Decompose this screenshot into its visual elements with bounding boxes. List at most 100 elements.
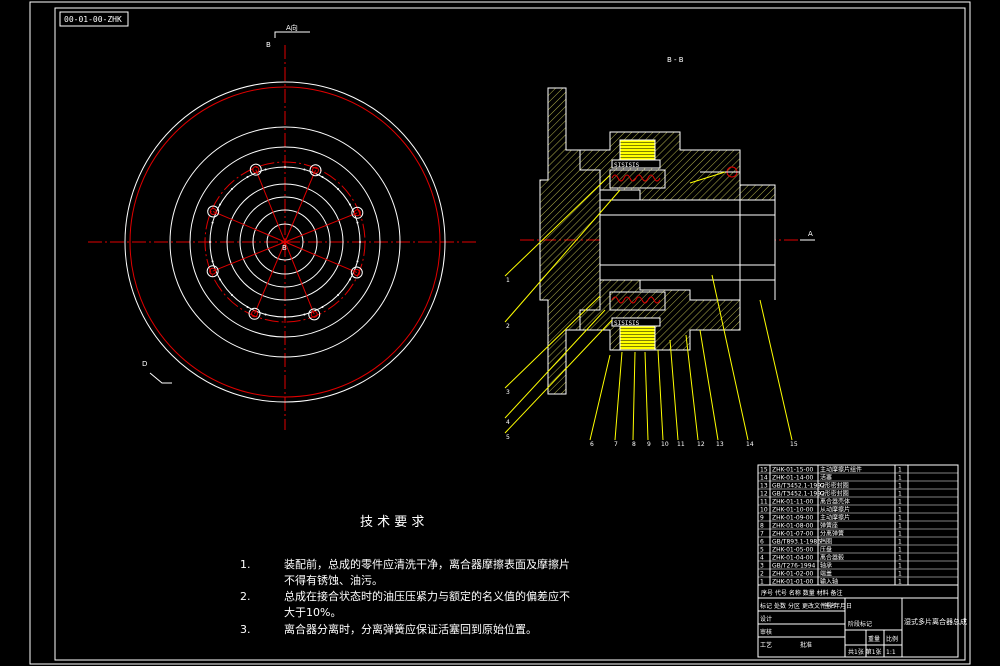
pitch-dot (356, 221, 359, 224)
bom-cell: ZHK-01-08-00 (772, 523, 814, 530)
bom-cell: 10 (760, 507, 768, 514)
pitch-dot (209, 241, 211, 243)
svg-text:SISISIS: SISISIS (614, 162, 640, 169)
view-direction-a: A向 B (266, 23, 310, 49)
mark-1: 标记 (760, 602, 772, 610)
bom-header: 序号 代号 名称 数量 材料 备注 (761, 589, 843, 597)
drawing-number-box (59, 11, 129, 27)
mark-4: 更改文件号 (802, 602, 832, 610)
pitch-dot (359, 241, 361, 243)
mark-6: 年月日 (834, 602, 852, 610)
bom-cell: 1 (898, 555, 902, 562)
part-label: 5 (506, 434, 510, 441)
part-label: 3 (506, 389, 510, 396)
mark-5: 签名 (824, 602, 836, 610)
bom-cell: 压盘 (820, 546, 832, 554)
tech-item-1-line-2: 不得有锈蚀、油污。 (284, 573, 383, 587)
bom-cell: 弹簧座 (820, 522, 838, 530)
bom-cell: 9 (760, 515, 764, 522)
inner-border (54, 7, 966, 661)
bom-cell: 1 (898, 523, 902, 530)
bolt-hole-inner (252, 166, 260, 174)
part-label: 12 (697, 441, 705, 448)
section-a-label: A向 (286, 23, 298, 32)
section-arrow-label: A (808, 230, 813, 238)
radial-line (212, 241, 286, 272)
bom-cell: 1 (898, 507, 902, 514)
pitch-dot (303, 168, 306, 171)
view-d-label: D (142, 360, 147, 368)
sheet-info: 共1张 第1张 (848, 648, 882, 656)
bolt-hole (207, 205, 220, 218)
pitch-dot (284, 166, 286, 168)
leader-lines (504, 171, 793, 441)
bom-cell: 分离弹簧 (820, 530, 844, 538)
bom-cell: 3 (760, 563, 764, 570)
pitch-dot (284, 316, 286, 318)
front-view: B (88, 45, 478, 430)
pitch-dot (303, 313, 306, 316)
bom-cell: GB/T3452.1-1992 (772, 483, 825, 490)
role-review: 审核 (760, 628, 772, 636)
bom-cell: 1 (898, 515, 902, 522)
bom-cell: 挡圈 (820, 538, 832, 546)
pitch-dot (356, 260, 359, 263)
tech-item-3-num: 3. (240, 623, 251, 636)
bolt-holes (206, 163, 364, 321)
bom-cell: 端盖 (820, 570, 832, 578)
bom-cell: 6 (760, 539, 764, 546)
section-title: B - B (667, 56, 684, 64)
bom-cell: 离合器毂 (820, 554, 844, 562)
pitch-dot (230, 187, 233, 190)
tech-item-1-line-1: 装配前，总成的零件应清洗干净，离合器摩擦表面及摩擦片 (284, 557, 570, 571)
bom-cell: 1 (898, 571, 902, 578)
pitch-dot (337, 187, 340, 190)
bom-cell: 11 (760, 499, 768, 506)
bom-cell: 主动摩擦片组件 (820, 466, 862, 474)
pitch-dot (337, 294, 340, 297)
bom-cell: 1 (898, 531, 902, 538)
bolt-hole-inner (209, 208, 217, 216)
bom-cell: O形密封圈 (820, 490, 849, 498)
bom-cell: ZHK-01-09-00 (772, 515, 814, 522)
part-label: 1 (506, 277, 510, 284)
bom-cell: 离合器壳体 (820, 498, 850, 506)
drawing-number: 00-01-00-ZHK (64, 15, 122, 24)
pitch-dot (219, 278, 222, 281)
bolt-hole (350, 266, 363, 279)
tech-item-2-line-1: 总成在接合状态时的油压压紧力与额定的名义值的偏差应不 (284, 589, 570, 603)
title-block: 序号 代号 名称 数量 材料 备注 标记 处数 分区 更改文件号 签名 年月日 … (757, 584, 967, 658)
bolt-hole-inner (310, 310, 318, 318)
pitch-dot (211, 260, 214, 263)
part-label: 15 (790, 441, 798, 448)
bolt-hole-inner (353, 268, 361, 276)
pitch-dot (230, 294, 233, 297)
role-approve: 批准 (800, 641, 812, 649)
bom-cell: 2 (760, 571, 764, 578)
radial-line (284, 212, 358, 243)
radial-line (254, 241, 286, 314)
role-process: 工艺 (760, 641, 772, 649)
bom-cell: 7 (760, 531, 764, 538)
part-label: 9 (647, 441, 651, 448)
radial-line (213, 211, 286, 243)
scale-value: 1:1 (886, 649, 896, 656)
ratio-label: 比例 (886, 635, 898, 643)
pitch-dot (211, 221, 214, 224)
tech-item-2-num: 2. (240, 590, 251, 603)
section-view: B - B A SISISIS SISISIS (520, 56, 815, 395)
bolt-hole-inner (209, 267, 217, 275)
bom-cell: 1 (898, 539, 902, 546)
radial-line (284, 170, 316, 243)
tech-title: 技 术 要 求 (360, 515, 424, 530)
bom-cell: GB/T3452.1-1992 (772, 491, 825, 498)
bolt-hole (351, 206, 364, 219)
bom-cell: 15 (760, 467, 768, 474)
part-label: 6 (590, 441, 594, 448)
mark-2: 处数 (774, 602, 786, 610)
bolt-hole (249, 163, 262, 176)
bom-cell: GB/T276-1994 (772, 563, 816, 570)
bom-cell: ZHK-01-10-00 (772, 507, 814, 514)
pitch-dot (348, 203, 351, 206)
